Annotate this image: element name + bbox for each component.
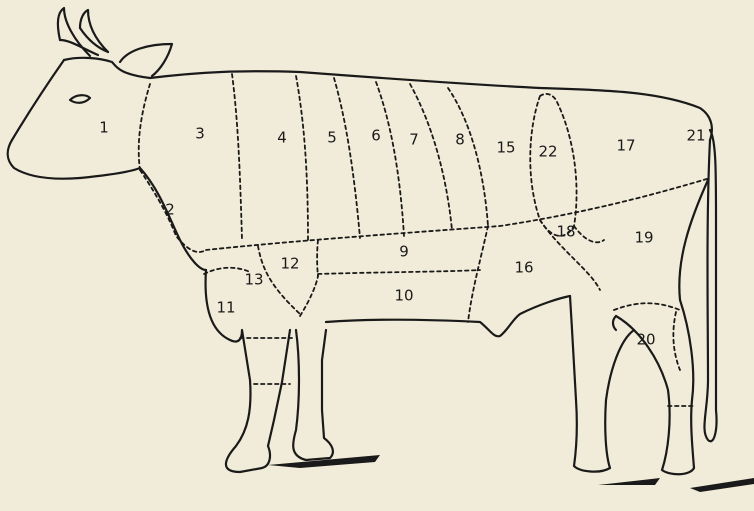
cut-label-6: 6 — [371, 127, 381, 145]
cut-label-12: 12 — [280, 255, 299, 273]
cut-label-20: 20 — [636, 331, 655, 349]
cut-label-21: 21 — [686, 127, 705, 145]
cut-label-4: 4 — [277, 129, 287, 147]
cut-label-16: 16 — [514, 259, 533, 277]
cut-label-22: 22 — [538, 143, 557, 161]
cut-label-8: 8 — [455, 131, 465, 149]
cut-label-1: 1 — [99, 119, 109, 137]
cut-label-5: 5 — [327, 129, 337, 147]
cut-label-7: 7 — [409, 131, 419, 149]
cut-label-11: 11 — [216, 299, 235, 317]
cut-label-13: 13 — [244, 271, 263, 289]
cut-label-9: 9 — [399, 243, 409, 261]
cut-label-10: 10 — [394, 287, 413, 305]
cut-label-3: 3 — [195, 125, 205, 143]
cut-lines — [139, 74, 710, 406]
cut-label-18: 18 — [556, 223, 575, 241]
cut-label-15: 15 — [496, 139, 515, 157]
cut-label-19: 19 — [634, 229, 653, 247]
cow-outline — [8, 8, 717, 474]
cut-label-17: 17 — [616, 137, 635, 155]
cut-label-2: 2 — [165, 201, 175, 219]
